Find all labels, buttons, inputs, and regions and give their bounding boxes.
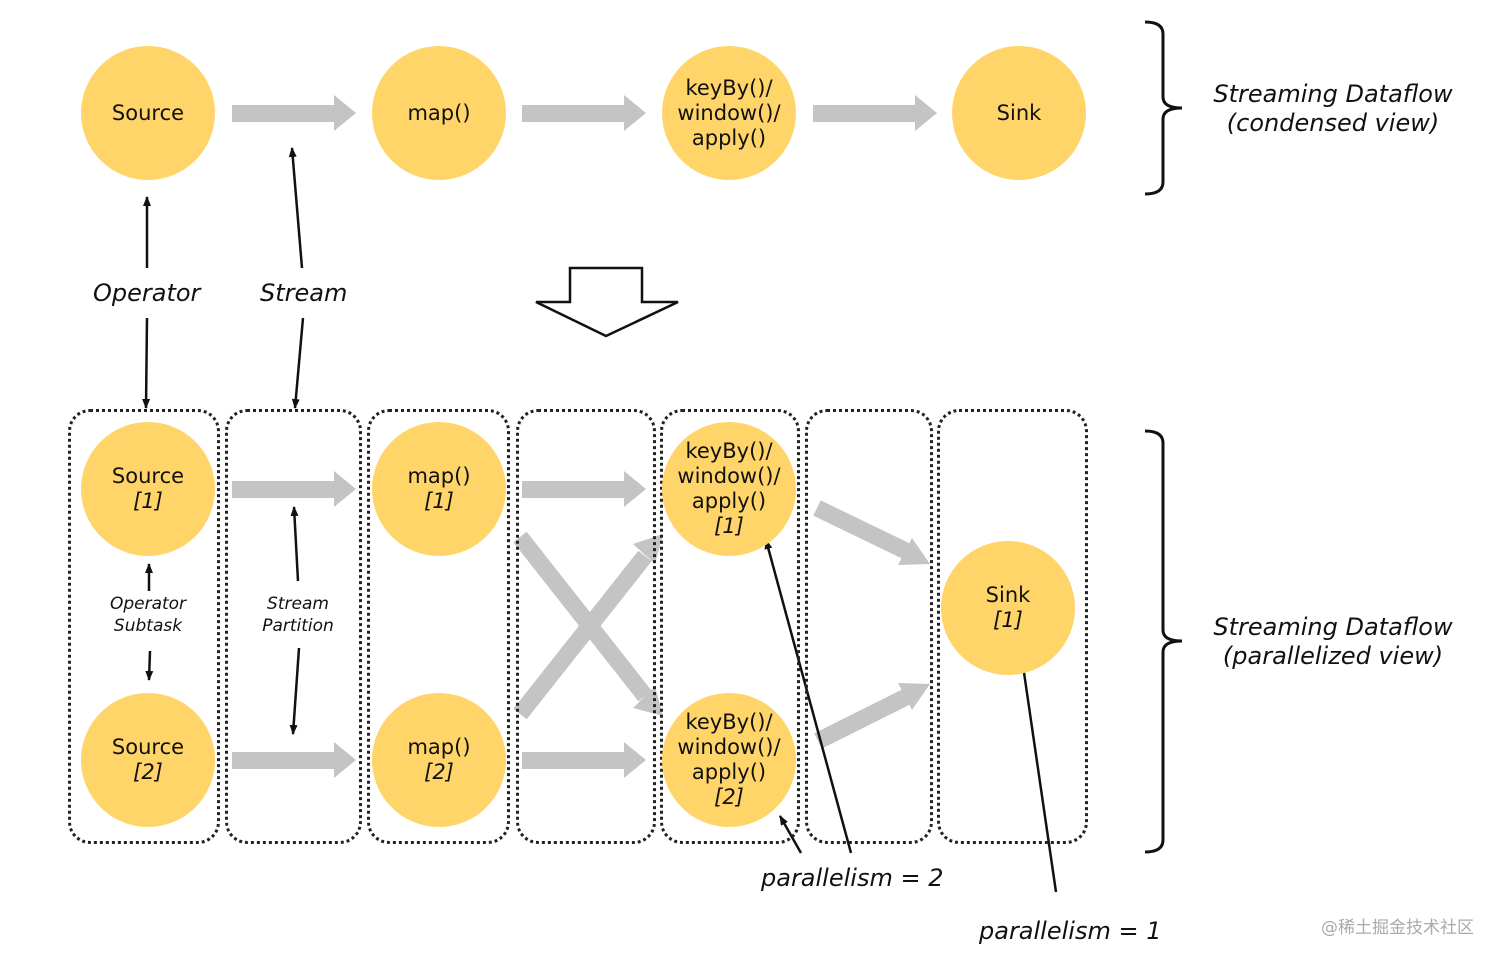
parallel-node-map-2: map() [2] bbox=[372, 693, 506, 827]
lane-sink bbox=[937, 409, 1088, 844]
operator-label: Operator bbox=[93, 279, 201, 307]
operator-pointer-down bbox=[142, 317, 151, 409]
stream-arrow-keyby1-sink1 bbox=[813, 500, 930, 565]
stream-arrow-source1-map1 bbox=[232, 471, 356, 507]
stream-label: Stream bbox=[260, 279, 348, 307]
stream-arrow-map1-keyby1 bbox=[522, 471, 646, 507]
watermark: @稀土掘金技术社区 bbox=[1321, 918, 1474, 938]
parallelism-1-label: parallelism = 1 bbox=[979, 917, 1162, 945]
lane-partition-3 bbox=[805, 409, 933, 844]
parallelism2-pointer-keyby1 bbox=[764, 539, 853, 854]
operator-subtask-label: Operator Subtask bbox=[109, 594, 187, 636]
parallel-node-map-1: map() [1] bbox=[372, 422, 506, 556]
subtask-pointer-down bbox=[145, 650, 154, 681]
parallelism1-pointer-sink bbox=[1018, 651, 1058, 893]
parallel-node-keyby-1: keyBy()/ window()/ apply() [1] bbox=[662, 422, 796, 556]
parallel-node-source-1: Source [1] bbox=[81, 422, 215, 556]
lane-map bbox=[367, 409, 510, 844]
parallel-view-label: Streaming Dataflow (parallelized view) bbox=[1213, 613, 1453, 670]
transform-down-arrow bbox=[535, 266, 679, 338]
lane-keyby bbox=[660, 409, 800, 844]
partition-pointer-up bbox=[290, 506, 300, 582]
lane-partition-2 bbox=[516, 409, 656, 844]
stream-arrow-source-map bbox=[232, 95, 356, 131]
condensed-node-map: map() bbox=[372, 46, 506, 180]
condensed-bracket bbox=[1144, 20, 1183, 196]
parallelism-2-label: parallelism = 2 bbox=[761, 864, 944, 892]
condensed-view-label: Streaming Dataflow (condensed view) bbox=[1213, 80, 1453, 137]
condensed-node-keyby: keyBy()/ window()/ apply() bbox=[662, 46, 796, 180]
stream-arrow-source2-map2 bbox=[232, 742, 356, 778]
condensed-node-sink: Sink bbox=[952, 46, 1086, 180]
stream-arrow-map2-keyby2 bbox=[522, 742, 646, 778]
stream-arrow-map-keyby bbox=[522, 95, 646, 131]
lane-partition-1 bbox=[225, 409, 362, 844]
condensed-node-source: Source bbox=[81, 46, 215, 180]
parallel-node-source-2: Source [2] bbox=[81, 693, 215, 827]
stream-arrow-keyby2-sink1 bbox=[814, 683, 930, 749]
stream-pointer-up bbox=[288, 147, 304, 269]
parallel-node-sink-1: Sink [1] bbox=[941, 541, 1075, 675]
parallel-node-keyby-2: keyBy()/ window()/ apply() [2] bbox=[662, 693, 796, 827]
lane-source bbox=[68, 409, 220, 844]
stream-partition-label: Stream Partition bbox=[262, 594, 334, 636]
parallel-bracket bbox=[1144, 429, 1183, 854]
partition-pointer-down bbox=[289, 647, 301, 735]
stream-arrow-keyby-sink bbox=[813, 95, 937, 131]
stream-pointer-down bbox=[291, 317, 305, 409]
